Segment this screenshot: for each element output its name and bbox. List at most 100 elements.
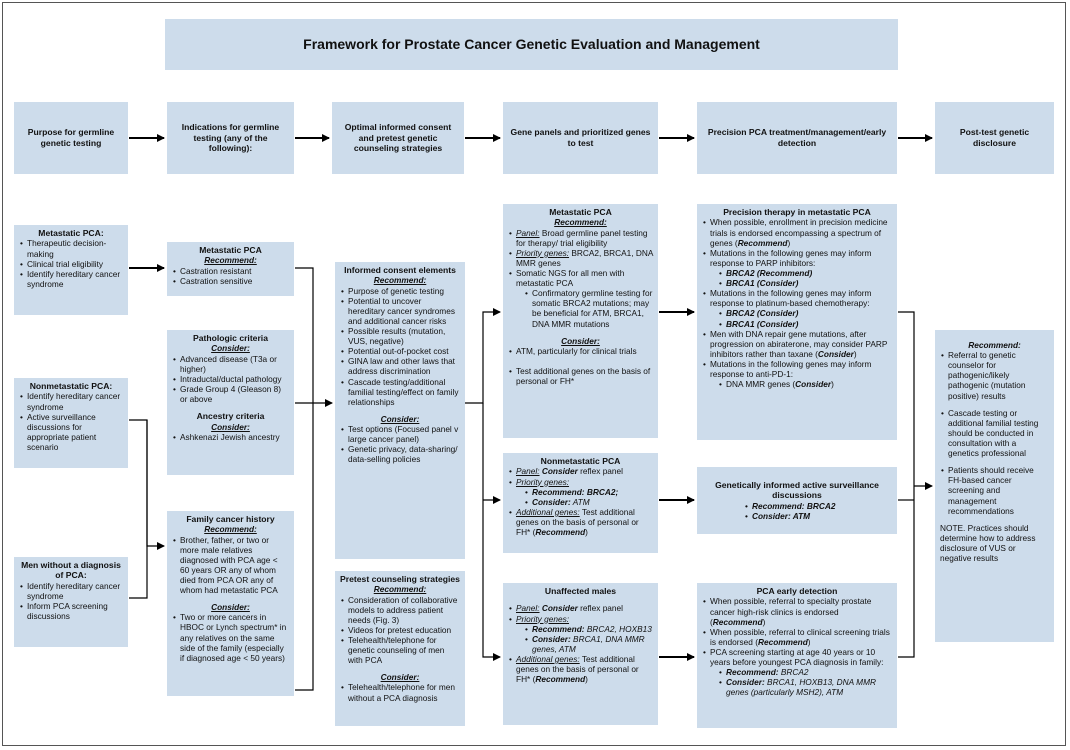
recommend-label: Recommend: [373,584,427,595]
list-item: Mutations in the following genes may inf… [703,248,892,289]
list-item: Consider: ATM [745,511,892,522]
surveillance-title: Genetically informed active surveillance… [715,480,879,501]
recommend-text: Recommend [757,636,808,647]
list-item: Telehealth/telephone for genetic counsel… [341,635,460,665]
item-text: When possible, enrollment in precision m… [710,217,888,248]
gene-text: BRCA2 [778,667,809,678]
purpose-nonmetastatic: Nonmetastatic PCA: Identify hereditary c… [14,378,128,468]
gene-text: BRCA1, DNA MMR genes, ATM [532,633,645,654]
list-item: Therapeutic decision-making [20,238,123,258]
item-text: When possible, referral to specialty pro… [710,596,872,627]
item-text: PCA screening starting at age 40 years o… [710,647,884,668]
header-purpose: Purpose for germline genetic testing [14,102,128,174]
list-item: Recommend: BRCA2, HOXB13 [525,623,653,634]
list-item: Active surveillance discussions for appr… [20,412,123,452]
list-item: Consider: BRCA1, DNA MMR genes, ATM [525,633,653,654]
consider-text: Consider [817,348,854,359]
list-item: Identify hereditary cancer syndrome [20,269,123,289]
gene-recommendation: BRCA1 (Consider) [726,278,799,289]
connector-line [129,546,148,599]
panel-nonmetastatic-title: Nonmetastatic PCA [540,456,621,466]
informed-consent-elements: Informed consent elements Recommend: Pur… [335,262,465,559]
header-indications: Indications for germline testing (any of… [167,102,294,174]
paren: ) [853,348,857,359]
list-item: Two or more cancers in HBOC or Lynch spe… [173,612,289,663]
consider-text: Consider: [532,633,571,644]
list-item: Potential to uncover hereditary cancer s… [341,296,460,326]
recommend-label: Recommend: [204,255,257,266]
list-item: Genetic privacy, data-sharing/ data-sell… [341,444,460,464]
purpose-metastatic: Metastatic PCA: Therapeutic decision-mak… [14,225,128,315]
panel-unaffected-title: Unaffected males [544,586,617,596]
gene-text: DNA MMR genes ( [726,379,796,390]
recommend-text: Recommend: [532,623,585,634]
pca-early-detection: PCA early detection When possible, refer… [697,583,897,728]
list-item: When possible, enrollment in precision m… [703,217,892,248]
paren: ) [807,636,811,647]
consider-label: Consider: [211,421,250,432]
disclosure-note: NOTE. Practices should determine how to … [940,522,1036,564]
list-item: Clinical trial eligibility [20,259,123,269]
priority-genes-label: Priority genes: [516,247,570,258]
list-item: Consider: ATM [525,496,653,507]
recommend-text: Recommend: [532,486,585,497]
recommend-label: Recommend: [554,217,607,228]
list-item: Test options (Focused panel v large canc… [341,424,460,444]
panel-metastatic: Metastatic PCA Recommend: Panel: Broad g… [503,204,658,438]
list-item: Priority genes: Recommend: BRCA2; Consid… [509,476,653,507]
list-item: Patients should receive FH-based cancer … [941,465,1049,516]
recommend-text: Recommend [712,616,763,627]
arrow [482,403,501,661]
priority-genes-label: Priority genes: [516,476,570,487]
list-item: Recommend: BRCA2; [525,486,653,497]
gene-text: BRCA2 [804,500,836,511]
list-item: BRCA2 (Recommend) [719,268,892,279]
recommend-text: Recommend [535,674,586,685]
purpose-no-diagnosis-title: Men without a diagnosis of PCA: [21,560,121,581]
additional-genes-label: Additional genes: [516,654,580,665]
page-title: Framework for Prostate Cancer Genetic Ev… [165,19,898,70]
list-item: Castration resistant [173,266,289,276]
flow-connectors [129,264,933,691]
list-item: Referral to genetic counselor for pathog… [941,350,1049,401]
panel-text: reflex panel [577,466,623,477]
panel-label: Panel: [516,603,540,614]
indication-family-history: Family cancer history Recommend: Brother… [167,511,294,696]
item-text: Men with DNA repair gene mutations, afte… [710,328,888,359]
list-item: Additional genes: Test additional genes … [509,507,653,538]
panel-label: Panel: [516,466,540,477]
consider-text: Consider: [726,677,765,688]
list-item: Potential out-of-pocket cost [341,346,460,356]
paren: ) [585,527,588,538]
purpose-nonmetastatic-title: Nonmetastatic PCA: [29,381,113,391]
consider-text: Consider [795,379,832,390]
paren: ) [787,237,791,248]
list-item: Identify hereditary cancer syndrome [20,391,123,411]
panel-text: reflex panel [577,603,623,614]
indication-metastatic-title: Metastatic PCA [199,245,262,255]
ancestry-title: Ancestry criteria [196,411,265,422]
panel-metastatic-title: Metastatic PCA [549,207,612,217]
list-item: Telehealth/telephone for men without a P… [341,682,460,702]
panel-nonmetastatic: Nonmetastatic PCA Panel: Consider reflex… [503,453,658,553]
gene-recommendation: BRCA2 (Recommend) [726,268,813,279]
list-item: Mutations in the following genes may inf… [703,359,892,390]
list-item: Videos for pretest education [341,625,460,635]
connector-line [295,267,314,691]
gene-text: BRCA2, HOXB13 [584,623,652,634]
consider-text: Consider: [532,496,571,507]
paren: ) [831,379,834,390]
consent-title: Informed consent elements [344,265,456,275]
purpose-metastatic-title: Metastatic PCA: [38,228,104,238]
priority-genes-text: BRCA2, BRCA1, DNA MMR genes [516,247,653,268]
arrow [465,308,501,404]
panel-label: Panel: [516,227,540,238]
header-consent: Optimal informed consent and pretest gen… [332,102,464,174]
consider-text: Consider: [752,511,791,522]
consider-label: Consider: [211,602,250,613]
consider-text: Consider [539,603,578,614]
priority-genes-label: Priority genes: [516,613,570,624]
recommend-label: Recommend: [204,524,257,535]
list-item: Brother, father, or two or more male rel… [173,535,289,596]
